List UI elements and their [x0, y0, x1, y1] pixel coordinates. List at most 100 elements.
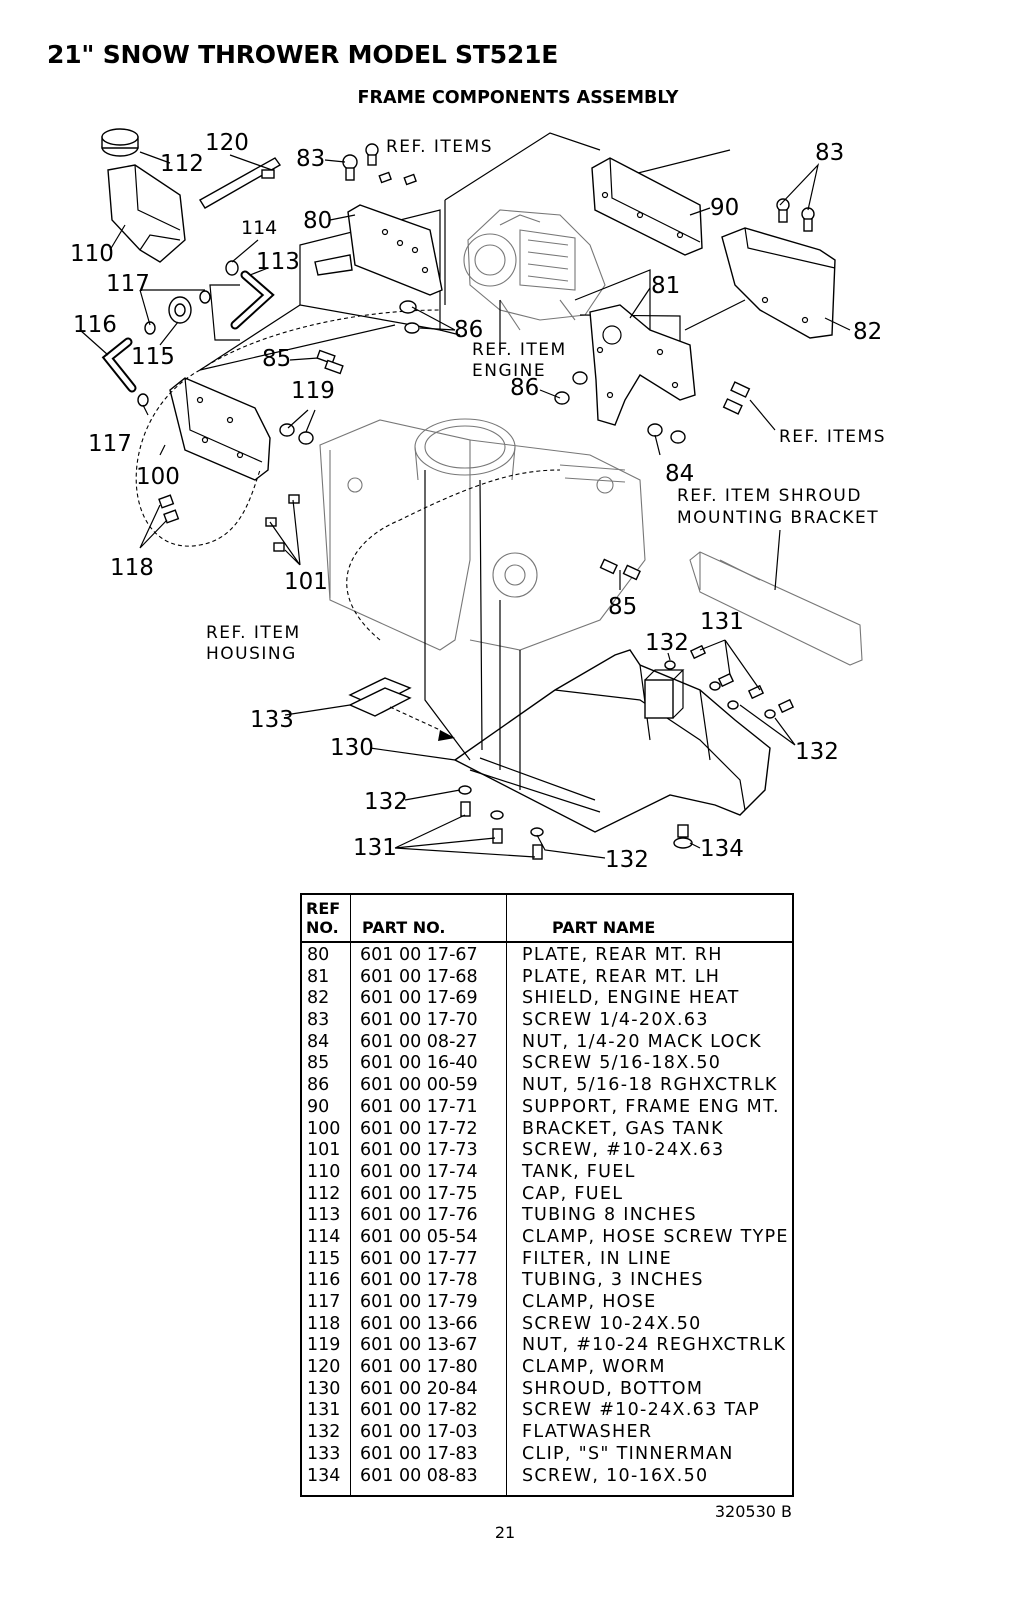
header-ref-line2: NO.	[306, 918, 339, 937]
part-name-cell: NUT, 5/16-18 RGHXCTRLK	[522, 1075, 778, 1096]
inline-filter	[168, 296, 192, 324]
table-row: 101 601 00 17-73 SCREW, #10-24X.63	[302, 1140, 792, 1162]
label-ref-items-right: REF. ITEMS	[779, 427, 886, 447]
callout-85-right: 85	[608, 594, 637, 620]
part-name-cell: TUBING, 3 INCHES	[522, 1270, 704, 1291]
ref-cell: 83	[307, 1010, 330, 1031]
callout-80: 80	[303, 208, 332, 234]
callout-86-lower: 86	[510, 375, 539, 401]
callout-83-right: 83	[815, 140, 844, 166]
part-name-cell: SUPPORT, FRAME ENG MT.	[522, 1096, 780, 1117]
callout-numbers: 112 120 83 83 80 90 114 110 113 117 81 1…	[70, 130, 882, 873]
part-name-cell: SCREW 1/4-20X.63	[522, 1010, 709, 1031]
callout-113: 113	[256, 249, 300, 275]
callout-132-upper: 132	[645, 630, 689, 656]
ref-cell: 101	[307, 1140, 341, 1161]
table-header-divider	[302, 941, 792, 943]
fuel-tubing-8in	[230, 270, 275, 330]
rear-plate-lh	[589, 304, 696, 426]
ref-cell: 82	[307, 988, 330, 1009]
part-name-cell: CLIP, "S" TINNERMAN	[522, 1443, 734, 1464]
frame-outline-lines	[199, 132, 746, 400]
leader-lines	[79, 151, 851, 859]
part-no-cell: 601 00 13-66	[360, 1313, 478, 1334]
callout-85-left: 85	[262, 346, 291, 372]
worm-clamp	[199, 157, 282, 209]
callout-101: 101	[284, 569, 328, 595]
callout-131-lower: 131	[353, 835, 397, 861]
ref-cell: 133	[307, 1443, 341, 1464]
callout-112: 112	[160, 151, 204, 177]
engine-heat-shield	[721, 227, 836, 339]
part-no-cell: 601 00 17-77	[360, 1248, 478, 1269]
part-name-cell: PLATE, REAR MT. RH	[522, 945, 723, 965]
label-ref-items-top: REF. ITEMS	[386, 137, 493, 157]
document-number: 320530 B	[714, 1502, 792, 1521]
part-no-cell: 601 00 17-72	[360, 1118, 478, 1139]
ref-cell: 84	[307, 1031, 330, 1052]
table-column-divider	[350, 895, 351, 1495]
callout-132-right: 132	[795, 739, 839, 765]
ref-cell: 100	[307, 1118, 341, 1139]
fuel-cap	[101, 128, 139, 157]
part-no-cell: 601 00 08-27	[360, 1031, 478, 1052]
part-no-cell: 601 00 17-82	[360, 1400, 478, 1421]
label-ref-item-shroud-2: MOUNTING BRACKET	[677, 508, 879, 528]
part-no-cell: 601 00 17-69	[360, 988, 478, 1009]
ref-cell: 117	[307, 1292, 341, 1312]
callout-100: 100	[136, 464, 180, 490]
part-no-cell: 601 00 05-54	[360, 1226, 478, 1247]
part-name-cell: FILTER, IN LINE	[522, 1248, 672, 1269]
part-no-cell: 601 00 00-59	[360, 1075, 478, 1096]
ref-cell: 85	[307, 1053, 330, 1074]
bottom-shroud	[453, 649, 771, 833]
part-no-cell: 601 00 17-75	[360, 1183, 478, 1204]
engine-outline	[463, 209, 606, 331]
part-name-cell: SCREW 5/16-18X.50	[522, 1053, 722, 1074]
header-part-no: PART NO.	[362, 918, 446, 937]
callout-115: 115	[131, 344, 175, 370]
housing-outline	[319, 418, 646, 651]
callout-130: 130	[330, 735, 374, 761]
callout-117-bottom: 117	[88, 431, 132, 457]
part-no-cell: 601 00 17-83	[360, 1443, 478, 1464]
callout-81: 81	[651, 273, 680, 299]
callout-116: 116	[73, 312, 117, 338]
part-no-cell: 601 00 17-03	[360, 1422, 478, 1443]
callout-84: 84	[665, 461, 694, 487]
ref-cell: 131	[307, 1400, 341, 1421]
header-ref-line1: REF	[306, 899, 341, 918]
fasteners	[158, 143, 815, 860]
part-name-cell: PLATE, REAR MT. LH	[522, 966, 721, 987]
ref-cell: 134	[307, 1465, 341, 1486]
part-name-cell: SCREW, #10-24X.63	[522, 1140, 725, 1161]
callout-86-upper: 86	[454, 317, 483, 343]
frame-engine-support	[591, 157, 703, 256]
part-no-cell: 601 00 17-71	[360, 1096, 478, 1117]
part-no-cell: 601 00 17-79	[360, 1292, 478, 1312]
part-no-cell: 601 00 20-84	[360, 1378, 478, 1399]
table-row: 132 601 00 17-03 FLATWASHER	[302, 1422, 792, 1444]
part-no-cell: 601 00 17-73	[360, 1140, 478, 1161]
page-number: 21	[494, 1523, 516, 1542]
ref-cell: 113	[307, 1205, 341, 1226]
part-no-cell: 601 00 17-78	[360, 1270, 478, 1291]
shroud-mounting-bracket	[689, 551, 863, 666]
reference-labels: REF. ITEMS REF. ITEM ENGINE REF. ITEMS R…	[206, 137, 886, 664]
table-row: 133 601 00 17-83 CLIP, "S" TINNERMAN	[302, 1444, 792, 1466]
label-ref-item-housing-2: HOUSING	[206, 644, 297, 664]
ref-cell: 90	[307, 1096, 330, 1117]
ref-cell: 132	[307, 1422, 341, 1443]
part-name-cell: FLATWASHER	[522, 1422, 653, 1443]
